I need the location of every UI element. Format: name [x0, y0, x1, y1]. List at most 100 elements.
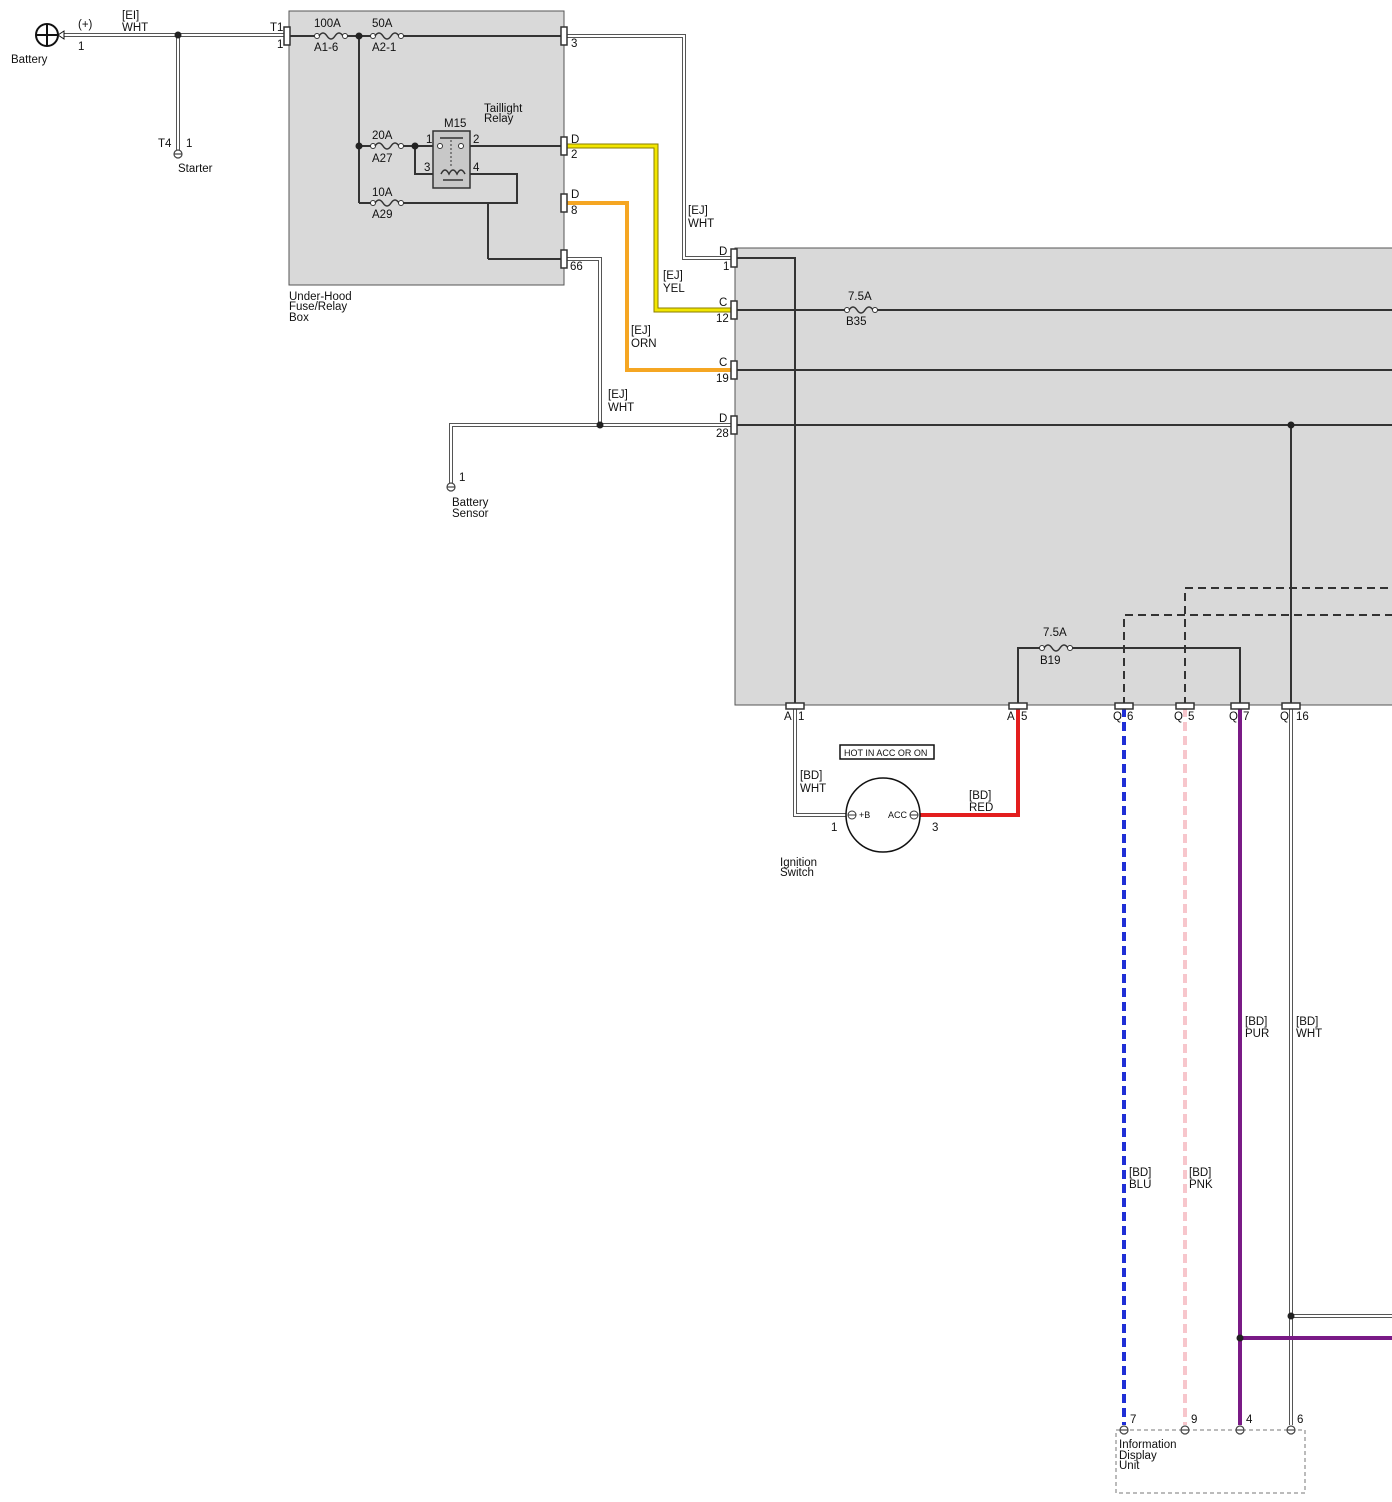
main-pin-q16: 16	[1296, 711, 1309, 723]
battery-sensor-label-2: Sensor	[452, 508, 489, 520]
main-conn-a1: A	[784, 711, 792, 723]
main-pin-q6: 6	[1127, 711, 1133, 723]
wire-label-bd-wht2-h: [BD]	[1296, 1016, 1318, 1028]
main-conn-c12: C	[719, 297, 727, 309]
connector-c12[interactable]	[730, 300, 738, 320]
fb-out-conn-d2: D	[571, 134, 579, 146]
connector-a1[interactable]	[785, 702, 805, 710]
main-conn-q16: Q	[1280, 711, 1289, 723]
battery-icon	[35, 23, 65, 47]
main-conn-d28: D	[719, 413, 727, 425]
ignition-label-1: Ignition	[780, 857, 817, 869]
info-display-label-1: Information	[1119, 1439, 1177, 1451]
fb-out-pin-2: 2	[571, 149, 577, 161]
fuse-a29-rating: 10A	[372, 187, 393, 199]
connector-t1[interactable]	[283, 26, 291, 46]
fuse-box-conn: T1	[270, 22, 283, 34]
main-pin-c19: 19	[716, 373, 729, 385]
taillight-relay-icon	[432, 130, 471, 189]
fuse-a27-id: A27	[372, 153, 392, 165]
battery-sensor-terminal-icon	[446, 482, 456, 492]
info-pin9-terminal-icon	[1180, 1425, 1190, 1435]
relay-id: M15	[444, 118, 466, 130]
fuse-a29-id: A29	[372, 209, 392, 221]
connector-fb-3[interactable]	[560, 26, 568, 46]
info-pin6-terminal-icon	[1286, 1425, 1296, 1435]
main-box-internal	[735, 257, 1392, 705]
relay-pin-2: 2	[473, 134, 479, 146]
connector-q5[interactable]	[1175, 702, 1195, 710]
fuse-b35-id: B35	[846, 316, 866, 328]
relay-pin-1: 1	[426, 134, 432, 146]
main-conn-c19: C	[719, 357, 727, 369]
wire-bd-red[interactable]	[918, 708, 1020, 817]
info-display-label-3: Unit	[1119, 1460, 1140, 1472]
main-pin-a1: 1	[798, 711, 804, 723]
fuse-a2-1-rating: 50A	[372, 18, 393, 30]
info-display-label-2: Display	[1119, 1450, 1157, 1462]
main-pin-q7: 7	[1243, 711, 1249, 723]
ignition-switch-icon[interactable]	[845, 777, 921, 853]
ignition-label-2: Switch	[780, 867, 814, 879]
fb-out-pin-8: 8	[571, 205, 577, 217]
main-conn-a5: A	[1007, 711, 1015, 723]
hot-in-acc-note-box	[839, 744, 935, 760]
battery-label: Battery	[11, 54, 48, 66]
fuse-b35-rating: 7.5A	[848, 291, 872, 303]
starter-terminal-icon	[173, 149, 183, 159]
main-conn-d1: D	[719, 246, 727, 258]
wire-label-bd-blu-c: BLU	[1129, 1179, 1151, 1191]
wire-label-bd-pnk-h: [BD]	[1189, 1167, 1211, 1179]
wire-label-bd-blu-h: [BD]	[1129, 1167, 1151, 1179]
main-conn-q6: Q	[1113, 711, 1122, 723]
main-pin-d28: 28	[716, 428, 729, 440]
wire-ej-orn[interactable]	[567, 201, 731, 372]
fuse-a27-icon	[370, 142, 404, 150]
connector-fb-d2[interactable]	[560, 136, 568, 156]
fuse-a1-6-id: A1-6	[314, 42, 338, 54]
connector-a5[interactable]	[1008, 702, 1028, 710]
ignition-terminal-acc: ACC	[888, 810, 908, 820]
connector-d1[interactable]	[730, 248, 738, 268]
connector-d28[interactable]	[730, 415, 738, 435]
connector-q6[interactable]	[1114, 702, 1134, 710]
connector-fb-d8[interactable]	[560, 193, 568, 213]
terminal-symbols	[173, 149, 1296, 1435]
main-pin-c12: 12	[716, 313, 729, 325]
wire-label-ej-wht-c: WHT	[688, 218, 714, 230]
wire-label-bd-wht-c: WHT	[800, 783, 826, 795]
wire-bd-wht-q16[interactable]	[1289, 708, 1392, 1425]
fuse-a27-rating: 20A	[372, 130, 393, 142]
connector-fb-66[interactable]	[560, 249, 568, 269]
wire-label-ei-color: WHT	[122, 22, 148, 34]
wire-label-bd-pnk-c: PNK	[1189, 1179, 1213, 1191]
connector-tabs	[283, 26, 1301, 710]
fuse-box-label-1: Under-Hood	[289, 291, 352, 303]
connector-q7[interactable]	[1230, 702, 1250, 710]
starter-pin: 1	[186, 138, 192, 150]
info-pin4-terminal-icon	[1235, 1425, 1245, 1435]
fuse-a1-6-rating: 100A	[314, 18, 341, 30]
fuse-a2-1-icon	[370, 32, 404, 40]
wire-label-ej-orn-h: [EJ]	[631, 325, 651, 337]
wire-label-bd-red-c: RED	[969, 802, 993, 814]
wire-bd-wht-ignition[interactable]	[793, 708, 848, 817]
junction-dots	[174, 31, 1295, 1342]
connector-c19[interactable]	[730, 360, 738, 380]
under-hood-fuse-relay-box	[288, 10, 565, 286]
info-pin7-terminal-icon	[1119, 1425, 1129, 1435]
starter-label: Starter	[178, 163, 213, 175]
main-pin-q5: 5	[1188, 711, 1194, 723]
wire-label-ej-wht2-c: WHT	[608, 402, 634, 414]
wire-bd-pur[interactable]	[1238, 708, 1392, 1425]
wire-label-bd-pur-h: [BD]	[1245, 1016, 1267, 1028]
information-display-unit-box	[1115, 1429, 1306, 1494]
info-pin-9: 9	[1191, 1414, 1197, 1426]
fuse-box-label-2: Fuse/Relay	[289, 301, 347, 313]
main-control-module-box	[734, 247, 1392, 706]
fuse-a2-1-id: A2-1	[372, 42, 396, 54]
battery-polarity: (+)	[78, 19, 93, 31]
connector-q16[interactable]	[1281, 702, 1301, 710]
fuse-b19-icon	[1039, 644, 1073, 652]
